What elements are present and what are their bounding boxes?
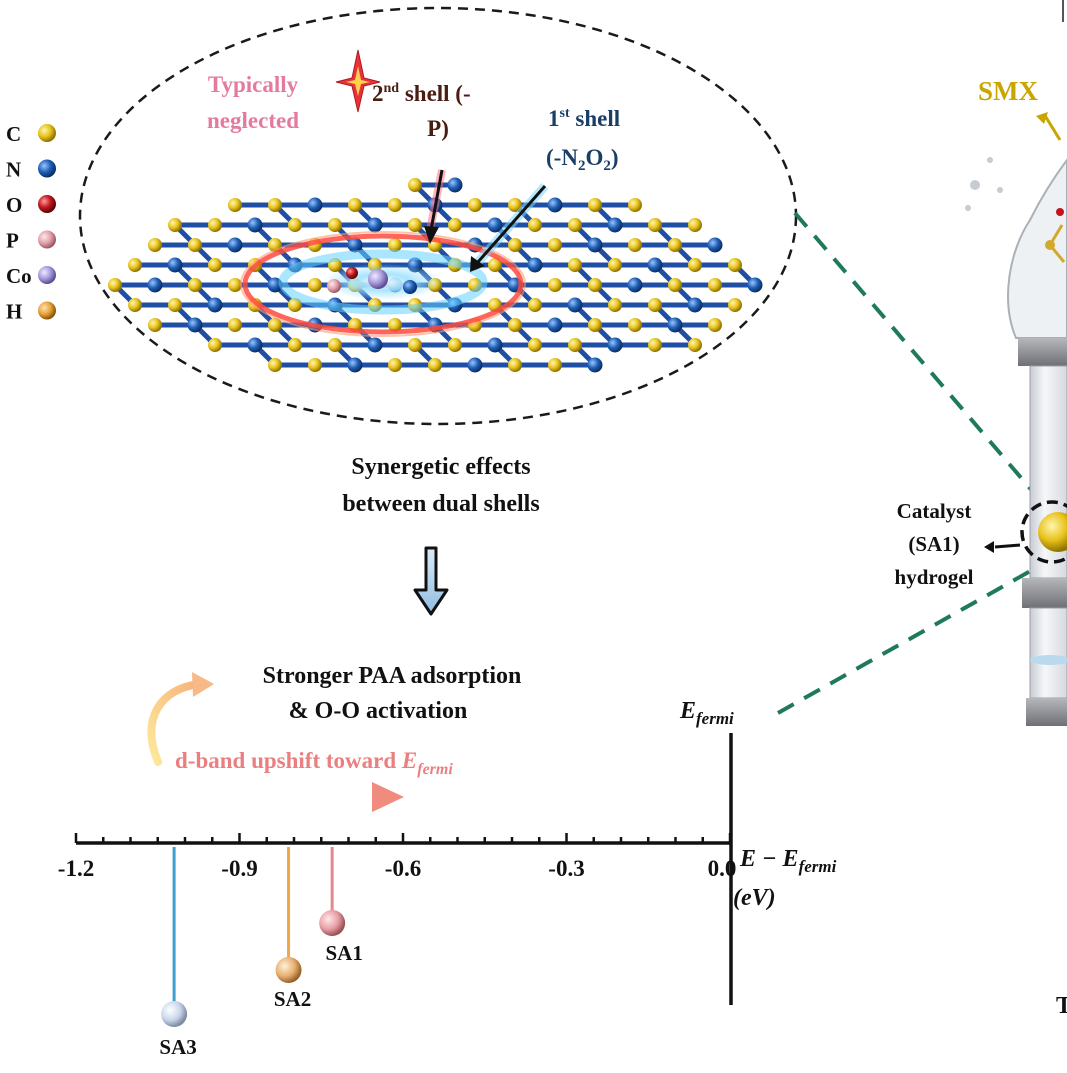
reactor: SMX Catalyst (SA1) hydrogel T <box>777 0 1067 1019</box>
synergy-line-1: Synergetic effects <box>351 454 530 480</box>
axis-unit: (eV) <box>733 885 776 911</box>
marker-label-sa3: SA3 <box>159 1035 196 1059</box>
tick-label: 0.0 <box>708 856 737 881</box>
synergy-line-2: between dual shells <box>342 491 539 517</box>
effects-line-1: Stronger PAA adsorption <box>263 663 522 689</box>
upshift-arrow-head <box>372 782 404 812</box>
catalyst-bead <box>1038 512 1067 552</box>
typically-label: Typically <box>208 72 299 97</box>
first-shell-pointer <box>470 183 549 272</box>
second-shell-pointer <box>424 169 446 244</box>
catalyst-arrow-icon <box>984 541 994 553</box>
tick-label: -0.3 <box>548 856 584 881</box>
legend-dot-h <box>38 301 56 320</box>
structure-inset: Typically neglected 2nd shell (- P) 1st … <box>78 6 798 426</box>
energy-axis-chart: -1.2 -0.9 -0.6 -0.3 0.0 Efermi E − Efermi (eV) S… <box>58 698 837 1059</box>
smx-molecule <box>1045 208 1066 263</box>
water-splash <box>1007 158 1067 339</box>
catalyst-line-3: hydrogel <box>895 565 974 589</box>
legend-label-h: H <box>6 300 22 324</box>
phosphorus-atom <box>327 279 341 293</box>
zoom-line-lower <box>777 558 1051 715</box>
legend-label-n: N <box>6 158 21 182</box>
cobalt-atom <box>368 269 388 289</box>
legend-label-p: P <box>6 229 19 253</box>
coordination-rings <box>240 231 526 337</box>
marker-sa1 <box>319 910 346 936</box>
tick-label: -0.6 <box>385 856 421 881</box>
legend-dot-p <box>38 230 56 249</box>
second-shell-label: 2nd shell (- <box>372 81 471 106</box>
smx-label: SMX <box>978 76 1039 106</box>
dband-label: d-band upshift toward Efermi <box>175 748 453 778</box>
second-shell-label-2: P) <box>427 116 449 141</box>
marker-label-sa1: SA1 <box>325 941 362 965</box>
effects-line-2: & O-O activation <box>289 698 468 724</box>
tick-label: -1.2 <box>58 856 94 881</box>
marker-sa3 <box>161 1001 188 1027</box>
legend-dot-n <box>38 159 56 178</box>
catalyst-highlight <box>1020 500 1067 564</box>
legend-label-o: O <box>6 193 22 217</box>
zoom-line-upper <box>793 211 1042 502</box>
smx-arrow-icon <box>1036 112 1048 124</box>
curved-arrow-icon <box>147 680 204 766</box>
star-icon <box>335 49 381 113</box>
legend-dot-c <box>38 124 56 142</box>
first-shell-label: 1st shell <box>548 106 620 131</box>
curved-arrow-head <box>192 672 214 697</box>
axis-label: E − Efermi <box>739 846 837 876</box>
tick-label: -0.9 <box>221 856 257 881</box>
legend-label-c: C <box>6 122 21 146</box>
catalyst-line-1: Catalyst <box>897 499 972 523</box>
down-arrow-icon <box>413 546 449 616</box>
neglected-label: neglected <box>207 108 299 133</box>
legend-dot-co <box>38 266 56 284</box>
marker-label-sa2: SA2 <box>274 987 311 1011</box>
catalyst-line-2: (SA1) <box>908 532 959 556</box>
legend-dot-o <box>38 195 56 213</box>
first-shell-label-2: (-N2O2) <box>546 145 619 174</box>
marker-sa2 <box>275 957 302 983</box>
efermi-label: Efermi <box>679 698 734 728</box>
legend-label-co: Co <box>6 264 32 288</box>
edge-letter: T <box>1056 993 1067 1019</box>
